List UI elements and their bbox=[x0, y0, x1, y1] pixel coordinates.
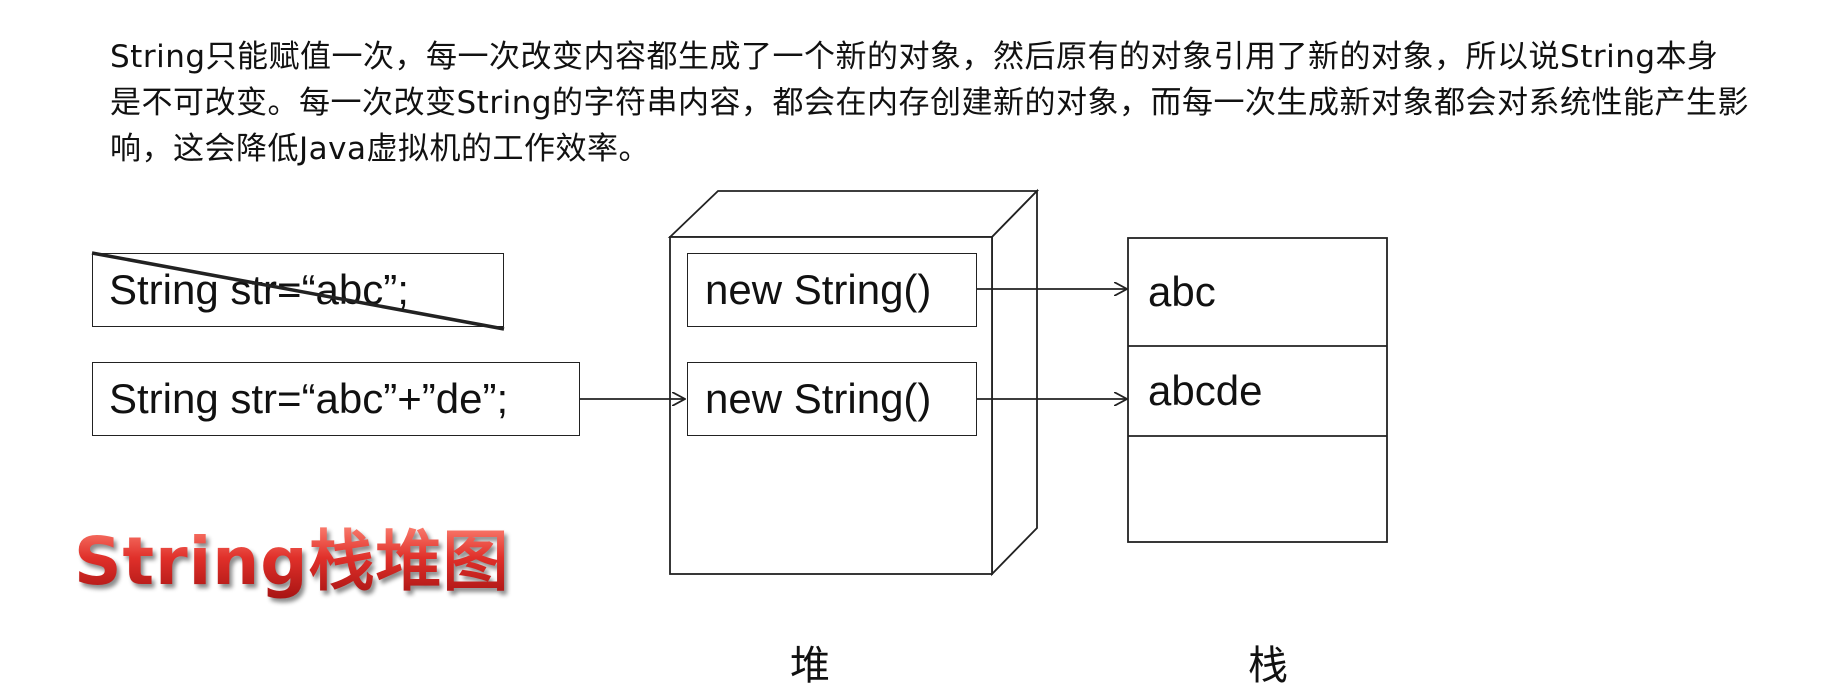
stack-cell-abc: abc bbox=[1148, 268, 1216, 315]
code-box-old-assignment: String str=“abc”; bbox=[92, 253, 504, 327]
stack-cell-empty bbox=[1128, 436, 1387, 542]
stack-outline bbox=[1127, 237, 1388, 543]
arrows bbox=[580, 289, 1126, 399]
heap-caption: 堆 bbox=[790, 643, 830, 689]
stack-column bbox=[1127, 237, 1388, 543]
heap-box-side-face bbox=[991, 188, 1038, 577]
stack-caption: 栈 bbox=[1248, 643, 1288, 689]
heap-object-1: new String() bbox=[687, 253, 977, 327]
heap-box-top-face bbox=[667, 190, 1040, 238]
slide-title: String栈堆图 bbox=[74, 520, 510, 604]
heap-object-2: new String() bbox=[687, 362, 977, 436]
stack-cell-abcde: abcde bbox=[1148, 367, 1263, 414]
intro-paragraph: String只能赋值一次，每一次改变内容都生成了一个新的对象，然后原有的对象引用… bbox=[110, 39, 1750, 167]
code-box-new-assignment: String str=“abc”+”de”; bbox=[92, 362, 580, 436]
